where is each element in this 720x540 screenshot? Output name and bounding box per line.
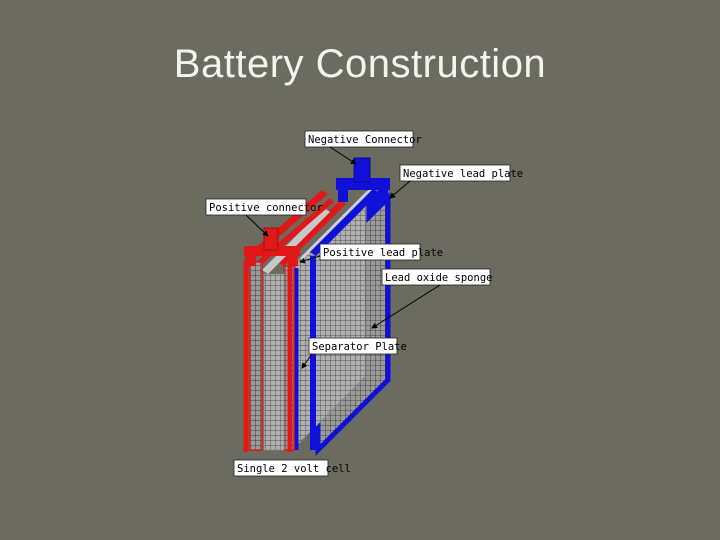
negative-bridge bbox=[336, 178, 390, 202]
label-negative-lead-plate: Negative lead plate bbox=[389, 164, 523, 199]
label-negative-connector: Negative Connector bbox=[304, 130, 422, 165]
label-lead-oxide-sponge-text: Lead oxide sponge bbox=[385, 272, 492, 284]
label-negative-lead-plate-text: Negative lead plate bbox=[403, 168, 523, 180]
positive-connector bbox=[263, 227, 279, 251]
label-positive-lead-plate: Positive lead plate bbox=[299, 243, 443, 264]
label-lead-oxide-sponge: Lead oxide sponge bbox=[371, 268, 492, 329]
negative-connector bbox=[353, 157, 371, 183]
separator-plate-mid bbox=[262, 208, 330, 451]
label-negative-connector-text: Negative Connector bbox=[308, 134, 422, 146]
positive-bridge bbox=[244, 246, 300, 266]
slide-title: Battery Construction bbox=[173, 42, 547, 86]
label-separator-plate: Separator Plate bbox=[301, 337, 407, 369]
label-positive-connector-text: Positive connector bbox=[209, 202, 323, 214]
label-positive-connector: Positive connector bbox=[205, 198, 323, 237]
label-single-cell: Single 2 volt cell bbox=[233, 459, 351, 477]
label-positive-lead-plate-text: Positive lead plate bbox=[323, 247, 443, 259]
label-separator-plate-text: Separator Plate bbox=[312, 341, 407, 353]
label-single-cell-text: Single 2 volt cell bbox=[237, 463, 351, 475]
